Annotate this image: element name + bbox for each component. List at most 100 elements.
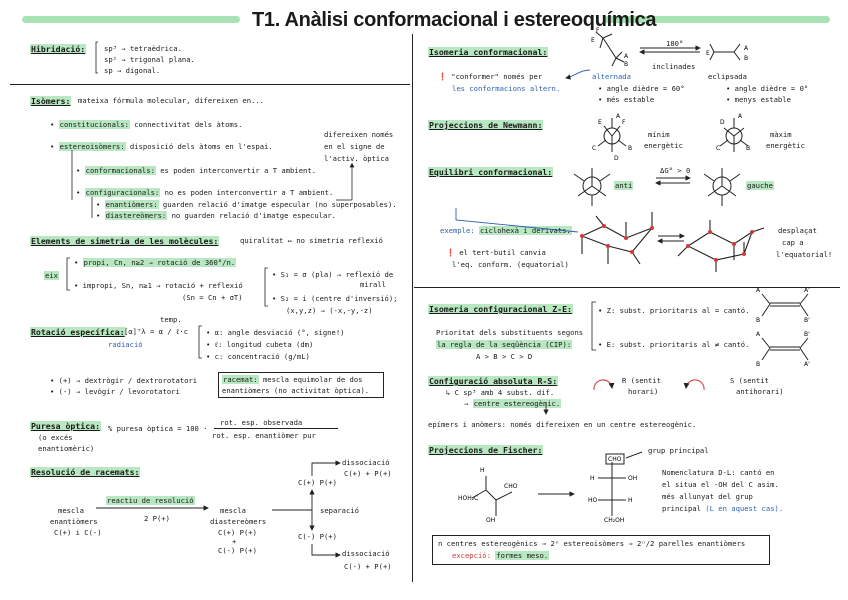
mescla-enant-2: enantiòmers [50,517,98,526]
desplacat-1: desplaçat [778,226,817,235]
rotacio-def-3: • c: concentració (g/mL) [206,352,310,361]
desplacat-3: l'equatorial! [776,250,833,259]
grup-principal: grup principal [648,446,709,455]
maxim-2: energètic [766,141,805,150]
puresa-fraction-line [214,428,338,429]
simetria-relation: quiralitat ↔ no simetria reflexió [240,236,383,245]
fischer-excepcio: excepció: formes meso. [452,551,550,560]
heading-simetria: Elements de simetria de les molècules: [30,236,220,246]
maxim-1: màxim [770,130,792,139]
svg-text:E: E [706,50,710,57]
heading-equilibri: Equilibri conformacional: [428,167,554,177]
puresa-note-2: enantiomèric) [38,444,95,453]
column-divider [412,34,413,582]
rotacio-def-1: • α: angle desviació (°, signe!) [206,328,345,337]
impropi-line: • impropi, Sn, n≥1 → rotació + reflexió [74,281,243,290]
ecl-prop-1: • angle dièdre = 0° [726,84,809,93]
title-bar-right [604,16,830,23]
svg-text:F: F [596,27,600,34]
eix-label: eix [44,271,59,280]
order-line: A > B > C > D [476,352,533,361]
nomen-2: el situa el -OH del C asim. [662,480,779,489]
svg-text:A: A [756,331,761,338]
nomen-1: Nomenclatura D-L: cantó en [662,468,775,477]
svg-text:D: D [614,155,619,162]
left-divider-1 [10,84,410,85]
inclinades-label: inclinades [652,62,696,71]
fischer-formula-box [432,535,770,565]
separacio-label: separació [320,506,359,515]
racemat-text: racemat: mescla equimolar de dos [222,375,363,384]
heading-rotacio: Rotació específica: [30,327,126,337]
nomen-3: més allunyat del grup [662,492,753,501]
title-bar-left [22,16,240,23]
heading-rs: Configuració absoluta R-S: [428,376,559,386]
epimers-line: epímers i anòmers: només difereixen en u… [428,420,697,429]
s2b-line: (x,y,z) → (-x,-y,-z) [286,306,373,315]
prioritat-line: Prioritat dels substituents segons [436,328,584,337]
puresa-denominator: rot. esp. enantiòmer pur [212,431,316,440]
rotacio-def-2: • ℓ: longitud cubeta (dm) [206,340,314,349]
dg-label: ΔG° > 0 [660,166,691,175]
rotacio-radiacio: radiació [108,340,143,349]
svg-text:H: H [480,467,485,474]
dissociacio-top: dissociació [342,458,390,467]
isomers-intro: mateixa fórmula molecular, difereixen en… [78,96,265,105]
conformer-note-2: les conformacions altern. [452,84,561,93]
angle-180: 180° [666,39,684,48]
svg-text:A': A' [804,287,810,294]
minim-1: mínim [648,130,670,139]
hib-item-1: sp³ → tetraèdrica. [104,44,182,53]
estereoisomers-label: • estereoisòmers: disposició dels àtoms … [50,142,273,151]
side-note-3: l'activ. òptica [324,154,389,163]
desplacat-2: cap a [782,238,804,247]
svg-text:B: B [628,145,632,152]
products-bot: C(-) + P(+) [344,562,392,571]
racemat-text-2: enantiòmers (no activitat òptica). [222,386,370,395]
heading-puresa: Puresa òptica: [30,421,102,431]
alt-prop-2: • més estable [598,95,655,104]
reactiu-label: reactiu de resolució [106,496,195,505]
fischer-formula: n centres estereogènics ⇒ 2ⁿ estereoisòm… [438,539,746,548]
svg-text:B': B' [804,317,810,324]
regla-line: la regla de la seqüència (CIP): [436,340,573,349]
svg-text:A': A' [804,361,810,368]
nomen-4: principal (L en aquest cas). [662,504,784,513]
svg-text:B: B [744,55,748,62]
heading-hibridacio: Hibridació: [30,44,87,54]
csp3-line: ↳ C sp³ amb 4 subst. dif. [446,388,555,397]
s-line-1: S (sentit [730,376,769,385]
mescla-diast-5: C(-) P(+) [218,546,257,555]
hib-item-2: sp² → trigonal plana. [104,55,195,64]
svg-text:H: H [590,475,595,482]
alternada-label: alternada [592,72,631,81]
side-note-1: difereixen només [324,130,394,139]
mescla-enant-1: mescla [58,506,84,515]
svg-text:C: C [716,145,720,152]
impropi-formula: (Sn = Cn + σT) [182,293,243,302]
puresa-note-1: (o excés [38,433,73,442]
mescla-diast-2: diastereòmers [210,517,267,526]
s2-line: • S₂ = i (centre d'inversió); [272,294,398,303]
side-note-2: en el signe de [324,142,385,151]
page-title: T1. Anàlisi conformacional i estereoquím… [252,9,657,31]
centre-line: → centre estereogènic. [464,399,562,408]
dextro-line: • (+) → dextrògir / dextrorotatori [50,376,198,385]
constitucionals-label: • constitucionals: connectivitat dels àt… [50,120,243,129]
alt-prop-1: • angle dièdre = 60° [598,84,685,93]
tbutil-line: ❗ el tert-butil canvia [446,248,546,257]
conformer-note-1: ❗ "conformer" només per [438,72,543,81]
gauche-label: gauche [746,181,774,190]
svg-text:CHO: CHO [504,483,518,490]
configuracionals-line: • configuracionals: no es poden intercon… [76,188,334,197]
svg-text:C: C [592,145,596,152]
